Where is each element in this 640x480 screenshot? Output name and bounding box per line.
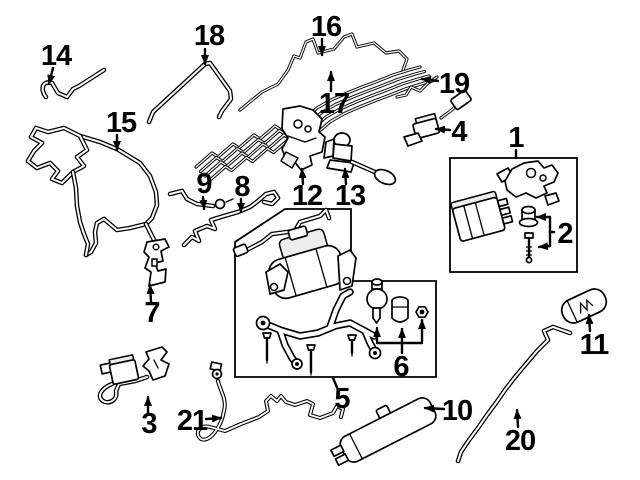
part-18-tube [149,63,231,122]
part-number-label[interactable]: 13 [335,180,367,212]
part-number-label[interactable]: 9 [196,168,213,200]
callout-21[interactable]: 21 [177,405,223,437]
callout-arrow [47,66,56,86]
part-number-label[interactable]: 12 [292,180,323,212]
callout-16[interactable]: 16 [311,11,343,57]
callout-9[interactable]: 9 [196,168,213,211]
callout-arrow [513,408,522,429]
part-number-label[interactable]: 20 [505,425,536,457]
callout-3[interactable]: 3 [141,395,158,440]
callout-arrow [585,313,594,333]
callout-arrow [298,167,307,186]
part-number-label[interactable]: 11 [580,329,611,361]
callout-13[interactable]: 13 [335,167,367,212]
part-4-sensor [403,89,472,147]
part-5-mount-bracket [255,292,382,370]
part-6-grommet-kit [366,278,429,324]
callout-2[interactable]: 2 [535,213,574,251]
callout-18[interactable]: 18 [194,20,226,66]
callout-arrow [423,404,446,413]
part-10-canister [330,397,437,467]
callout-arrow [434,125,452,134]
part-number-label[interactable]: 8 [234,171,251,203]
part-number-label[interactable]: 2 [557,218,573,250]
part-number-label[interactable]: 16 [311,11,343,43]
part-15-tube [28,128,160,259]
callout-arrow [420,76,440,85]
callout-14[interactable]: 14 [41,40,73,86]
part-number-label[interactable]: 7 [144,297,160,329]
part-5-bolts [262,332,357,376]
part-11-filter [560,288,608,324]
callout-7[interactable]: 7 [144,283,161,329]
part-3-solenoid-valve [100,346,170,402]
part-number-label[interactable]: 10 [442,395,473,427]
part-9-fitting [214,198,226,210]
callout-4[interactable]: 4 [434,116,468,148]
callout-10[interactable]: 10 [423,395,473,427]
part-1-canister-assembly [450,160,560,242]
callout-arrow [341,167,350,186]
callout-20[interactable]: 20 [505,408,536,457]
part-number-label[interactable]: 15 [106,107,138,139]
callout-17[interactable]: 17 [319,70,350,120]
callout-8[interactable]: 8 [234,171,251,214]
callout-11[interactable]: 11 [580,313,611,361]
callout-6[interactable]: 6 [373,318,426,383]
part-number-label[interactable]: 5 [334,383,351,415]
callout-arrow [537,242,552,251]
callout-arrow [146,283,155,304]
part-9-tube [170,191,234,210]
inset-box-part-1 [449,157,578,273]
inset-box-part-5 [234,208,437,378]
part-number-label[interactable]: 4 [451,116,468,148]
part-1-bracket [504,160,559,199]
part-5-pump-assembly [232,210,382,376]
callout-15[interactable]: 15 [106,107,138,152]
part-number-label[interactable]: 3 [141,408,158,440]
callout-arrow [199,195,208,211]
part-12-bracket [280,105,326,171]
part-number-label[interactable]: 17 [319,88,350,120]
part-13-valve [323,132,397,186]
part-2-grommet-and-bolt [518,205,539,264]
part-number-label[interactable]: 18 [194,20,226,52]
part-number-label[interactable]: 21 [177,405,209,437]
callout-1[interactable]: 1 [508,122,525,160]
part-number-label[interactable]: 1 [508,122,525,154]
part-7-bracket [143,238,170,287]
callout-arrow [204,414,223,423]
callout-12[interactable]: 12 [292,167,323,212]
callout-leader-line [331,376,341,394]
part-number-label[interactable]: 6 [393,351,410,383]
callout-5[interactable]: 5 [331,376,351,415]
callout-19[interactable]: 19 [420,68,471,100]
part-21-harness [195,361,345,442]
part-number-label[interactable]: 19 [439,68,471,100]
part-number-label[interactable]: 14 [41,40,73,72]
part-5-tube-fitting [232,243,249,258]
